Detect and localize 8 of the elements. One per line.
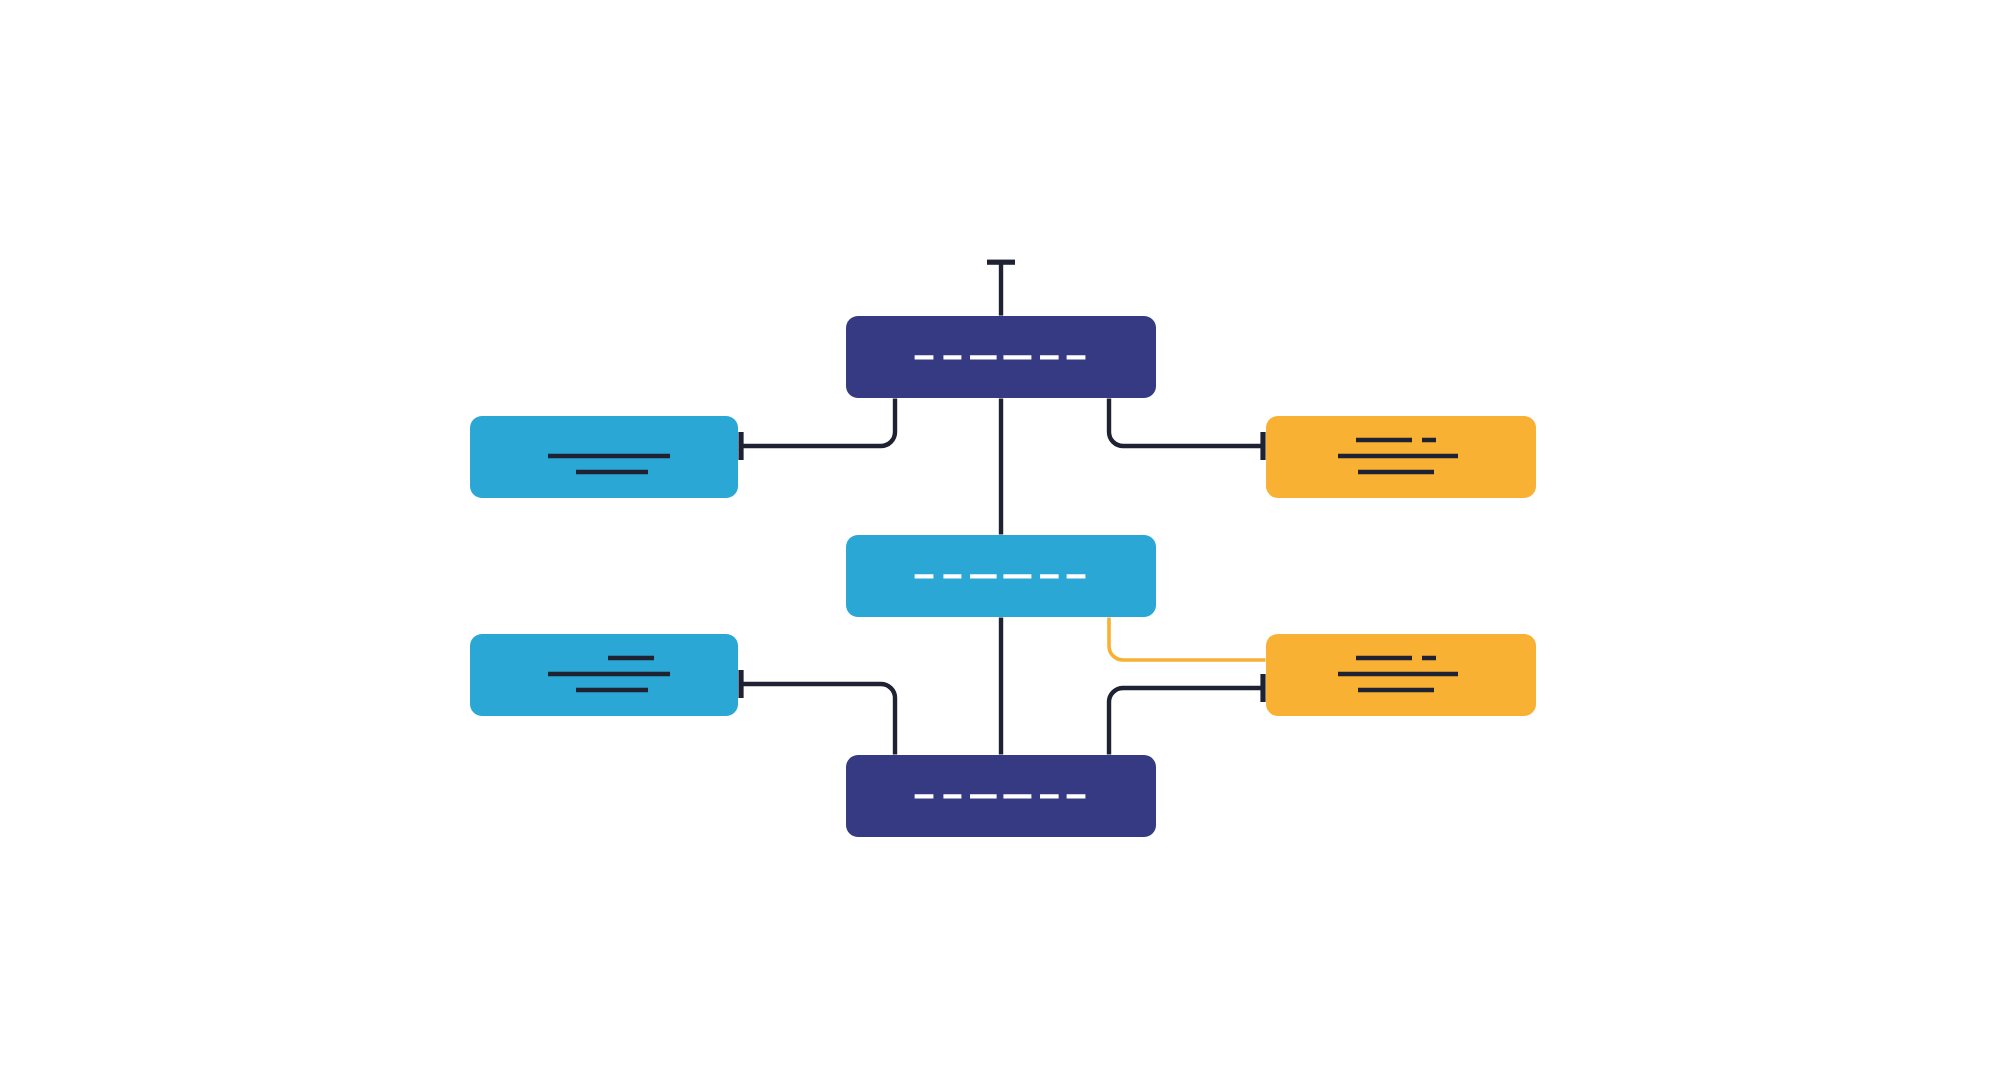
connector-line bbox=[738, 670, 898, 755]
connector-line bbox=[738, 398, 898, 460]
connector-line bbox=[1106, 674, 1266, 755]
connector-line bbox=[1106, 398, 1266, 460]
connector-line bbox=[1107, 617, 1266, 662]
connector-line bbox=[987, 259, 1015, 316]
connector-line bbox=[998, 398, 1004, 535]
connector-line bbox=[998, 617, 1004, 755]
